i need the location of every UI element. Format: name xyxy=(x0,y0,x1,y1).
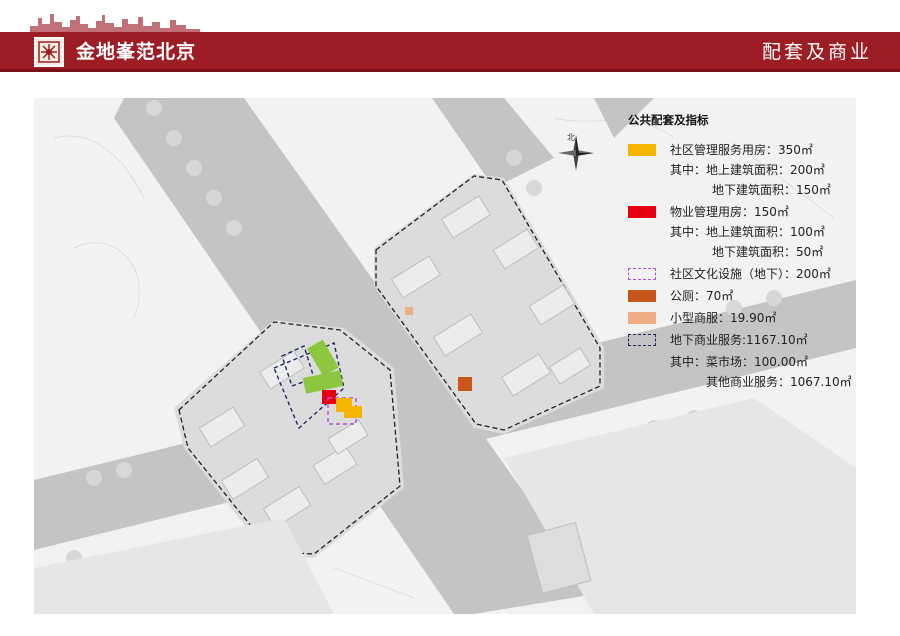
brand-name: 金地峯范北京 xyxy=(76,41,197,63)
purple-dashed-swatch-icon xyxy=(628,268,656,280)
north-arrow-icon xyxy=(558,135,594,171)
site-plan-map: 北 xyxy=(34,98,856,614)
legend-subitem: 其中：菜市场：100.00㎡ xyxy=(670,355,808,369)
brown-swatch-icon xyxy=(628,290,656,302)
section-title: 配套及商业 xyxy=(761,41,872,63)
legend-subitem: 其中：地上建筑面积：200㎡ xyxy=(670,163,825,177)
navy-dashed-swatch-icon xyxy=(628,334,656,346)
legend-title: 公共配套及指标 xyxy=(628,113,709,127)
title-bar xyxy=(0,32,900,72)
red-swatch-icon xyxy=(628,206,656,218)
legend-subitem: 地下建筑面积：50㎡ xyxy=(712,245,824,259)
brand-logo xyxy=(34,37,64,67)
north-label: 北 xyxy=(567,133,575,142)
legend-subitem: 地下建筑面积：150㎡ xyxy=(712,183,831,197)
legend-subitem: 其他商业服务：1067.10㎡ xyxy=(706,375,852,389)
peach-swatch-icon xyxy=(628,312,656,324)
skyline-decoration xyxy=(30,14,200,34)
legend-subitem: 其中：地上建筑面积：100㎡ xyxy=(670,225,825,239)
yellow-swatch-icon xyxy=(628,144,656,156)
